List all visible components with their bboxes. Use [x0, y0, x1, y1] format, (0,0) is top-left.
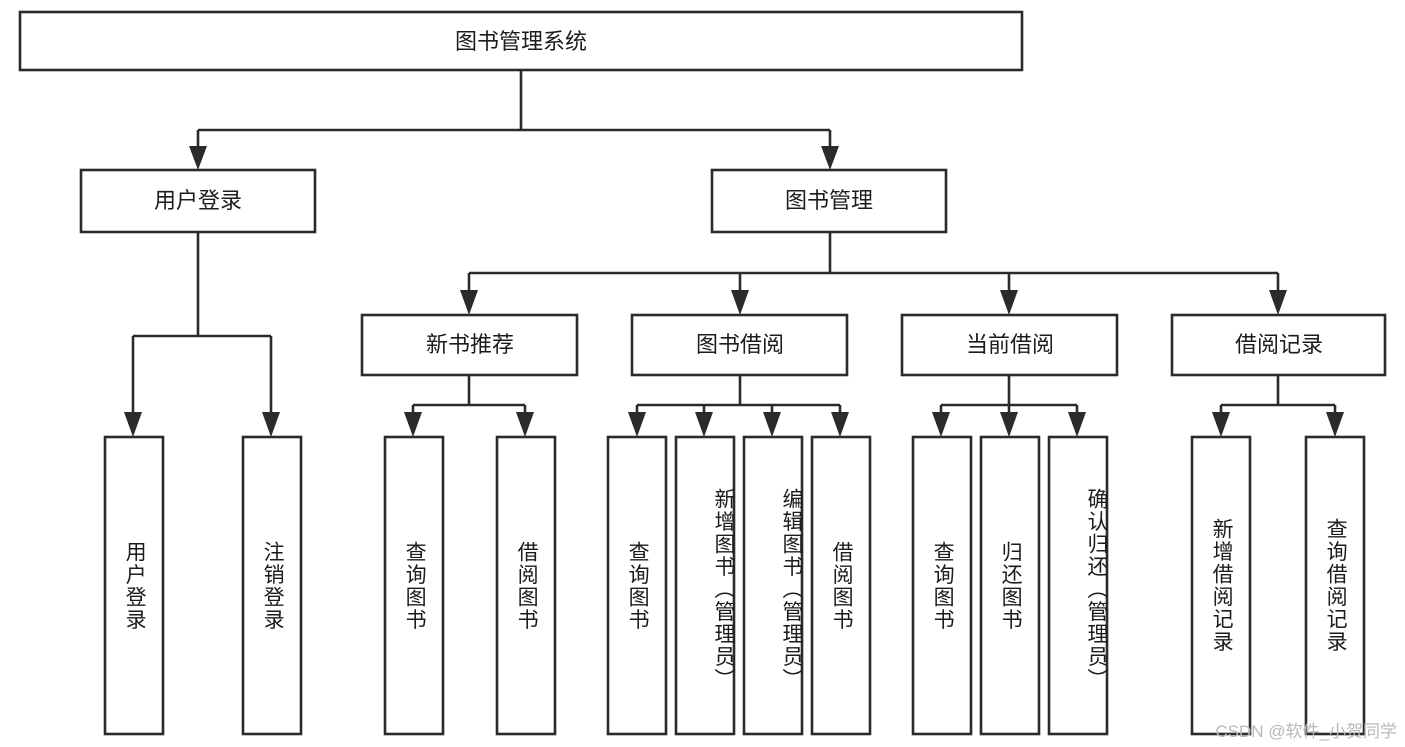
connector-newbook-to-leaves: [404, 375, 534, 437]
leaf-box-current-borrow-2[interactable]: [1047, 435, 1109, 736]
node-new-book-recommend[interactable]: 新书推荐: [360, 313, 579, 377]
node-root-label: 图书管理系统: [455, 29, 587, 54]
leaf-box-book-borrow-1[interactable]: [674, 435, 736, 736]
node-current-borrow[interactable]: 当前借阅: [900, 313, 1119, 377]
node-book-borrow-label: 图书借阅: [696, 332, 784, 357]
leaf-box-user-login-1[interactable]: [241, 435, 303, 736]
node-user-login[interactable]: 用户登录: [79, 168, 317, 234]
leaf-box-borrow-record-0[interactable]: [1190, 435, 1252, 736]
node-new-book-recommend-label: 新书推荐: [426, 332, 514, 357]
leaf-box-new-book-1[interactable]: [495, 435, 557, 736]
connector-bookmanage-to-level3: [460, 232, 1287, 315]
node-current-borrow-label: 当前借阅: [966, 332, 1054, 357]
leaf-box-book-borrow-2[interactable]: [742, 435, 804, 736]
node-book-borrow[interactable]: 图书借阅: [630, 313, 849, 377]
node-borrow-record[interactable]: 借阅记录: [1170, 313, 1387, 377]
leaf-box-book-borrow-0[interactable]: [606, 435, 668, 736]
connector-bookborrow-to-leaves: [628, 375, 849, 437]
connector-borrowrecord-to-leaves: [1212, 375, 1344, 437]
connector-currentborrow-to-leaves: [932, 375, 1086, 437]
leaf-box-borrow-record-1[interactable]: [1304, 435, 1366, 736]
arrow-to-book-manage: [821, 146, 839, 170]
leaf-box-current-borrow-0[interactable]: [911, 435, 973, 736]
node-root[interactable]: 图书管理系统: [18, 10, 1024, 72]
arrow-to-user-login: [189, 146, 207, 170]
node-book-manage[interactable]: 图书管理: [710, 168, 948, 234]
node-borrow-record-label: 借阅记录: [1235, 332, 1323, 357]
leaf-box-book-borrow-3[interactable]: [810, 435, 872, 736]
leaf-box-new-book-0[interactable]: [383, 435, 445, 736]
node-book-manage-label: 图书管理: [785, 188, 873, 213]
leaf-box-user-login-0[interactable]: [103, 435, 165, 736]
connector-root-to-level2: [189, 70, 839, 170]
node-user-login-label: 用户登录: [154, 188, 242, 213]
connector-userlogin-to-leaves: [124, 232, 280, 437]
leaf-box-current-borrow-1[interactable]: [979, 435, 1041, 736]
